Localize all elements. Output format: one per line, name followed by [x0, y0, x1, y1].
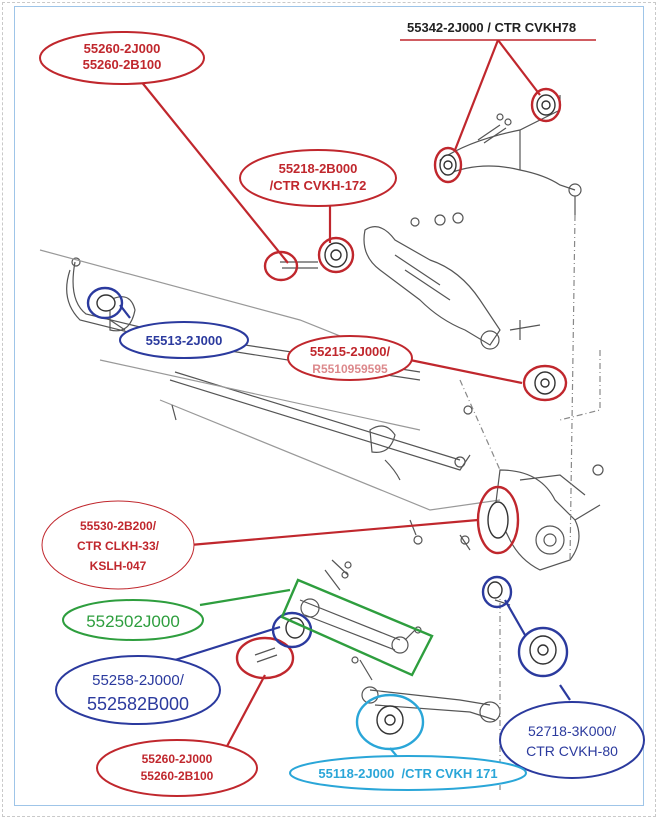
label-mid-1: 55218-2B000	[279, 161, 358, 176]
callout-lines	[119, 39, 571, 761]
label-top-left-1: 55260-2J000	[84, 41, 161, 56]
label-bottom-right-2: CTR CVKH-80	[526, 743, 618, 759]
label-cyan: 55118-2J000 /CTR CVKH 171	[318, 766, 497, 781]
label-left-1: 55530-2B200/	[80, 519, 157, 533]
label-red-right-1: 55215-2J000/	[310, 344, 391, 359]
label-left-2: CTR CLKH-33/	[77, 539, 160, 553]
label-bottom-red-1: 55260-2J000	[142, 752, 213, 766]
part-labels: 55342-2J000 / CTR CVKH78 55260-2J000 552…	[77, 20, 618, 783]
label-blue-bl-1: 55258-2J000/	[92, 672, 185, 689]
label-mid-2: /CTR CVKH-172	[270, 178, 367, 193]
label-bottom-right-1: 52718-3K000/	[528, 723, 616, 739]
label-red-right-2: R5510959595	[312, 362, 388, 376]
label-bubbles	[39, 31, 645, 797]
bushings	[96, 94, 557, 735]
label-blue-bl-2: 552582B000	[87, 694, 189, 714]
label-bottom-red-2: 55260-2B100	[141, 769, 214, 783]
label-blue-left: 55513-2J000	[146, 333, 223, 348]
part-highlights	[86, 87, 569, 751]
label-top-right: 55342-2J000 / CTR CVKH78	[407, 20, 576, 35]
label-top-left-2: 55260-2B100	[83, 57, 162, 72]
label-green: 552502J000	[86, 612, 180, 631]
label-left-3: KSLH-047	[90, 559, 147, 573]
